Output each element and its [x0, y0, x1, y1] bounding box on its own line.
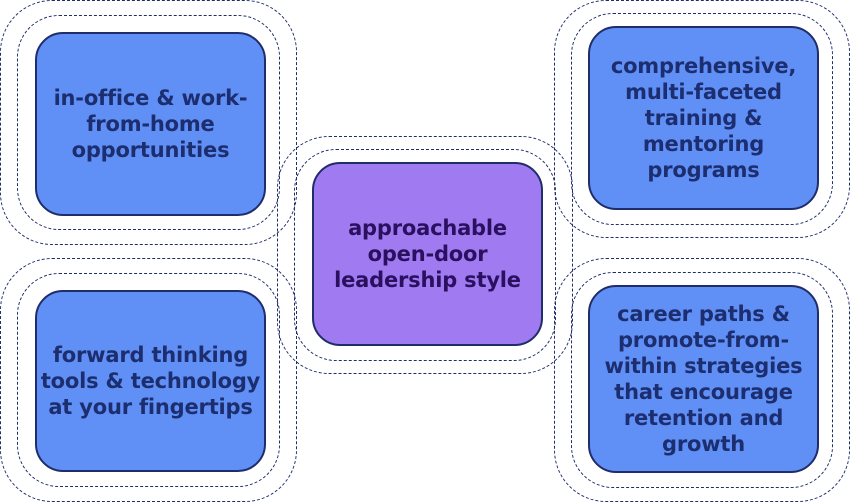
inner-dashed-ring — [17, 15, 280, 230]
node-tools-technology: forward thinking tools & technology at y… — [0, 258, 297, 502]
label-tools-technology: forward thinking tools & technology at y… — [40, 342, 261, 420]
node-office-home: in-office & work-from-home opportunities — [0, 0, 297, 245]
box-training-mentoring: comprehensive, multi-faceted training & … — [588, 26, 819, 210]
inner-dashed-ring — [571, 13, 833, 225]
label-office-home: in-office & work-from-home opportunities — [53, 85, 248, 163]
inner-dashed-ring — [17, 273, 280, 487]
label-career-paths: career paths & promote-from-within strat… — [604, 301, 803, 457]
box-career-paths: career paths & promote-from-within strat… — [588, 285, 819, 473]
node-career-paths: career paths & promote-from-within strat… — [554, 258, 850, 502]
box-leadership-style: approachable open-door leadership style — [312, 162, 543, 346]
inner-dashed-ring — [571, 272, 833, 488]
node-leadership-style: approachable open-door leadership style — [277, 136, 573, 374]
outer-dashed-ring — [0, 0, 297, 245]
node-training-mentoring: comprehensive, multi-faceted training & … — [554, 0, 850, 238]
inner-dashed-ring — [294, 149, 556, 361]
outer-dashed-ring — [277, 136, 573, 374]
box-office-home: in-office & work-from-home opportunities — [35, 32, 266, 216]
label-training-mentoring: comprehensive, multi-faceted training & … — [610, 53, 797, 183]
label-leadership-style: approachable open-door leadership style — [334, 215, 521, 293]
box-tools-technology: forward thinking tools & technology at y… — [35, 290, 266, 472]
